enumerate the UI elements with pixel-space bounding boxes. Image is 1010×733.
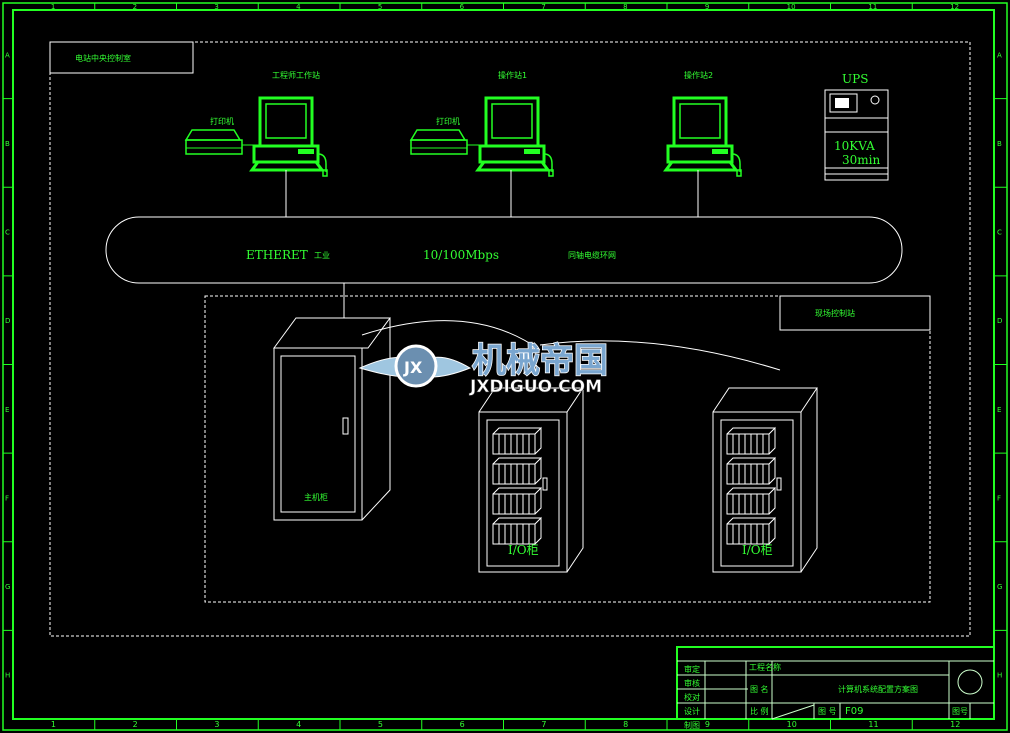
watermark-logo: JX 机械帝国 JXDIGUO.COM [358,340,609,397]
tb-role: 制图 [684,720,700,730]
column-label: 9 [705,720,710,729]
column-label: 4 [296,3,301,11]
tb-sheet-label: 图号 [952,707,968,716]
column-label: 8 [623,3,627,11]
control-room-label: 电站中央控制室 [75,53,131,63]
ups-capacity: 10KVA [834,139,875,153]
printer-icon [410,129,482,155]
column-label: 3 [214,3,218,11]
ups-title: UPS [842,72,868,86]
row-label: D [5,317,10,325]
row-label: G [997,583,1002,591]
control-room-boundary [49,41,971,637]
tb-role: 审定 [684,664,700,674]
ethernet-ring [105,216,903,284]
column-label: 12 [950,720,960,729]
column-label: 7 [541,3,545,11]
column-label: 4 [296,720,301,729]
tb-role: 设计 [684,706,700,716]
column-label: 9 [705,3,709,11]
printer-label: 打印机 [210,116,234,126]
row-label: D [997,317,1002,325]
column-label: 10 [787,720,797,729]
network-qualifier: 工业 [314,250,330,260]
printer-label: 打印机 [436,116,460,126]
field-station-label-box [779,295,931,331]
field-station-label: 现场控制站 [815,308,855,318]
column-label: 5 [378,3,382,11]
ups-duration: 30min [842,153,880,167]
tb-scale-label: 比 例 [750,706,769,716]
row-label: G [5,583,10,591]
tb-project-name-label: 工程名称 [749,662,781,672]
operator-station-2-computer [664,96,743,178]
field-station-boundary [204,295,931,603]
column-label: 1 [51,720,56,729]
column-label: 6 [460,3,465,11]
tb-drawing-name-label: 图 名 [750,684,769,694]
svg-text:JX: JX [403,358,423,377]
io-cabinet-label: I/O柜 [508,543,539,557]
tb-drawing-no: F09 [845,706,863,717]
tb-role: 审核 [684,678,700,688]
workstation-label: 操作站2 [684,70,713,80]
workstation-label: 操作站1 [498,70,527,80]
column-label: 2 [133,3,137,11]
main-cabinet [273,317,391,521]
main-cabinet-label: 主机柜 [304,492,328,502]
row-label: E [997,406,1001,414]
row-label: E [5,406,9,414]
column-label: 7 [541,720,546,729]
row-label: C [997,229,1002,237]
title-block [676,646,995,720]
workstation-label: 工程师工作站 [272,70,320,80]
row-label: H [997,672,1002,680]
column-label: 2 [133,720,138,729]
column-label: 1 [51,3,55,11]
column-label: 6 [460,720,465,729]
network-medium: 同轴电缆环网 [568,250,616,260]
row-label: B [997,140,1002,148]
row-label: F [997,494,1001,502]
printer-icon [185,129,257,155]
column-label: 10 [787,3,796,11]
tb-drawing-title: 计算机系统配置方案图 [838,684,918,694]
network-speed: 10/100Mbps [423,248,499,262]
column-label: 11 [868,3,877,11]
svg-text:JXDIGUO.COM: JXDIGUO.COM [469,377,602,397]
operator-station-1-computer [476,96,555,178]
control-room-label-box [49,41,194,74]
row-label: B [5,140,10,148]
tb-role: 校对 [684,692,700,702]
row-label: F [5,494,9,502]
column-label: 3 [214,720,219,729]
column-label: 8 [623,720,628,729]
row-label: A [997,51,1002,59]
network-name: ETHERET [246,248,308,262]
row-label: A [5,51,10,59]
row-label: H [5,672,10,680]
io-cabinet-label: I/O柜 [742,543,773,557]
engineer-workstation-computer [250,96,329,178]
svg-text:机械帝国: 机械帝国 [472,341,608,381]
column-label: 11 [868,720,878,729]
ups-unit [824,89,889,181]
column-label: 5 [378,720,383,729]
column-label: 12 [950,3,959,11]
row-label: C [5,229,10,237]
tb-drawing-no-label: 图 号 [818,707,837,716]
